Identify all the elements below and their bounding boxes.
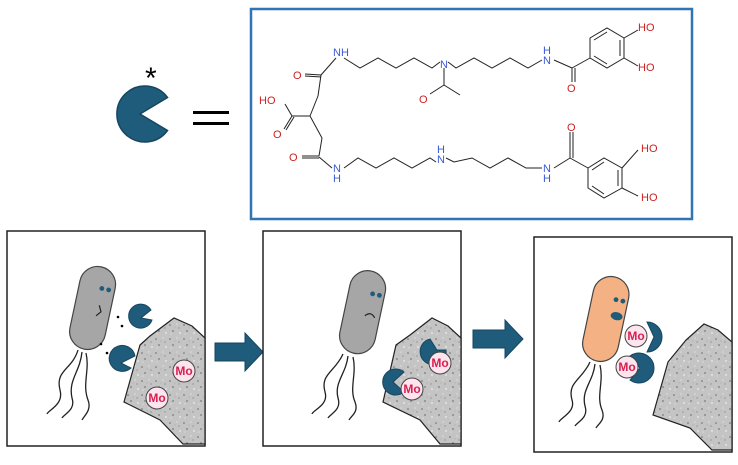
mo-label: Mo (431, 356, 448, 370)
siderophore-legend: * (116, 62, 229, 143)
bacterium (68, 265, 117, 351)
equals-icon (193, 111, 229, 125)
panel-1: Mo Mo (6, 230, 206, 447)
siderophore-pacman-icon (128, 303, 153, 329)
mouth-icon (95, 305, 102, 317)
mineral-rock (652, 323, 733, 451)
right-arrow-icon (214, 331, 264, 373)
atom-ho: HO (638, 22, 655, 34)
mo-ion: Mo (400, 377, 424, 401)
flagella (46, 349, 90, 421)
panel-3: Mo Mo (533, 236, 733, 453)
mo-ion: Mo (172, 359, 196, 383)
siderophore-pacman-icon (108, 344, 136, 372)
atom-h: H (543, 45, 551, 57)
panel-2: Mo Mo (262, 230, 462, 447)
eye-icon (106, 287, 112, 293)
siderophore-pacman-icon (116, 85, 169, 143)
structure-atoms: N H N N H O O HO O O N H N H N H O O HO … (259, 22, 658, 204)
mo-label: Mo (148, 391, 165, 405)
atom-n: N (543, 163, 551, 175)
chemical-structure-box: N H N N H O O HO O O N H N H N H O O HO … (249, 7, 694, 221)
atom-o: O (419, 94, 428, 106)
atom-o: O (273, 129, 282, 141)
atom-ho: HO (641, 192, 658, 204)
atom-h: H (543, 173, 551, 185)
mo-label: Mo (403, 382, 420, 396)
eye-icon (370, 291, 375, 297)
mo-ion: Mo (615, 355, 639, 379)
flagella (558, 361, 604, 429)
flagella (311, 353, 357, 421)
asterisk-label: * (145, 62, 157, 95)
atom-n: N (333, 163, 341, 175)
atom-o: O (567, 122, 576, 134)
mo-ion: Mo (428, 351, 452, 375)
mo-ion: Mo (624, 324, 648, 348)
atom-h: H (437, 144, 445, 156)
atom-n: N (543, 55, 551, 67)
atom-ho: HO (259, 95, 276, 107)
secretion-dots (99, 315, 124, 355)
mouth-icon (364, 313, 376, 319)
atom-ho: HO (638, 62, 655, 74)
bacterium (338, 270, 387, 355)
structure-frame (249, 7, 694, 221)
structure-bonds (283, 27, 639, 199)
atom-o: O (567, 83, 576, 95)
atom-h: H (333, 173, 341, 185)
mineral-rock (123, 317, 206, 445)
mo-label: Mo (618, 360, 635, 374)
right-arrow-icon (472, 318, 524, 360)
eye-icon (620, 298, 626, 304)
atom-n: N (440, 59, 448, 71)
atom-n: N (437, 154, 445, 166)
eye-icon (377, 292, 382, 298)
atom-n: N (333, 47, 341, 59)
bacterium (581, 275, 630, 363)
mo-label: Mo (627, 329, 644, 343)
atom-o: O (293, 70, 302, 82)
atom-h: H (341, 47, 349, 59)
eye-icon (613, 297, 619, 303)
mo-ion: Mo (145, 386, 169, 410)
mouth-icon (610, 312, 623, 321)
atom-o: O (289, 152, 298, 164)
eye-icon (99, 286, 105, 291)
siderophore-pacman-icon (646, 321, 663, 353)
mo-label: Mo (175, 364, 192, 378)
atom-ho: HO (641, 143, 658, 155)
